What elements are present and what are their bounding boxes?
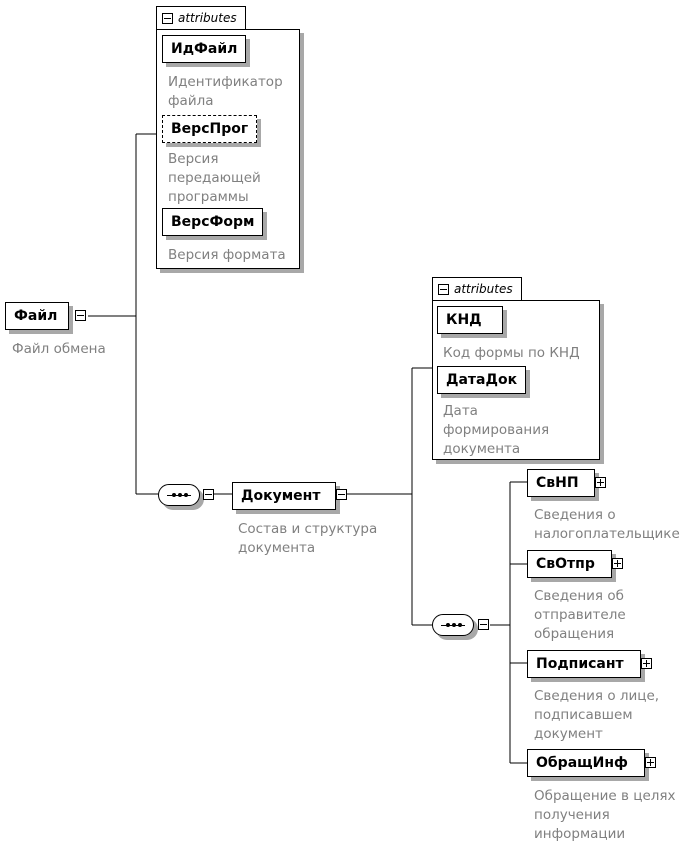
attribute-label: ДатаДок	[446, 372, 518, 388]
attribute-description: Версия формата	[168, 247, 286, 263]
root-element-file[interactable]: Файл	[5, 302, 69, 330]
obrashinf-expand-toggle[interactable]	[645, 757, 656, 768]
root-attributes-label: attributes	[178, 11, 237, 25]
attribute-datadok[interactable]: ДатаДок	[437, 366, 527, 394]
sequence-dot	[178, 493, 182, 497]
sequence-dot	[172, 493, 176, 497]
attribute-versform[interactable]: ВерсФорм	[162, 208, 264, 236]
document-collapse-toggle[interactable]	[336, 489, 347, 500]
child-element-label: ОбращИнф	[536, 755, 628, 771]
attribute-label: ВерсФорм	[171, 214, 255, 230]
document-attributes-collapse-toggle[interactable]	[438, 283, 449, 295]
document-attributes-tab[interactable]: attributes	[432, 277, 522, 300]
document-attributes-label: attributes	[454, 282, 513, 296]
child-element-obrashinf[interactable]: ОбращИнф	[527, 749, 645, 777]
document-element[interactable]: Документ	[232, 482, 336, 510]
attribute-label: ВерсПрог	[171, 121, 249, 137]
sequence-dot	[446, 623, 450, 627]
child-element-svnp[interactable]: СвНП	[527, 469, 595, 497]
root-attributes-tab[interactable]: attributes	[156, 6, 246, 29]
svnp-expand-toggle[interactable]	[595, 477, 606, 488]
child-element-label: СвОтпр	[536, 556, 595, 572]
sequence-dot	[458, 623, 462, 627]
sequence-dot	[184, 493, 188, 497]
sequence-compositor[interactable]	[158, 484, 200, 506]
root-description: Файл обмена	[12, 341, 106, 357]
sequence-collapse-toggle[interactable]	[478, 619, 489, 630]
attribute-label: ИдФайл	[171, 41, 238, 57]
svotpr-expand-toggle[interactable]	[612, 558, 623, 569]
sequence-compositor[interactable]	[432, 614, 474, 636]
sequence-dot	[452, 623, 456, 627]
child-element-label: Подписант	[536, 656, 624, 672]
attribute-description: Код формы по КНД	[443, 345, 580, 361]
attribute-versprog[interactable]: ВерсПрог	[162, 115, 258, 143]
document-element-label: Документ	[241, 488, 321, 504]
sequence-collapse-toggle[interactable]	[203, 489, 214, 500]
attribute-idfile[interactable]: ИдФайл	[162, 35, 247, 63]
child-element-label: СвНП	[536, 475, 579, 491]
root-element-label: Файл	[14, 308, 58, 324]
podpisant-expand-toggle[interactable]	[641, 658, 652, 669]
child-element-podpisant[interactable]: Подписант	[527, 650, 641, 678]
root-collapse-toggle[interactable]	[75, 310, 86, 321]
root-attributes-collapse-toggle[interactable]	[162, 12, 173, 24]
attribute-label: КНД	[446, 312, 482, 328]
child-element-svotpr[interactable]: СвОтпр	[527, 550, 612, 578]
attribute-knd[interactable]: КНД	[437, 306, 503, 334]
